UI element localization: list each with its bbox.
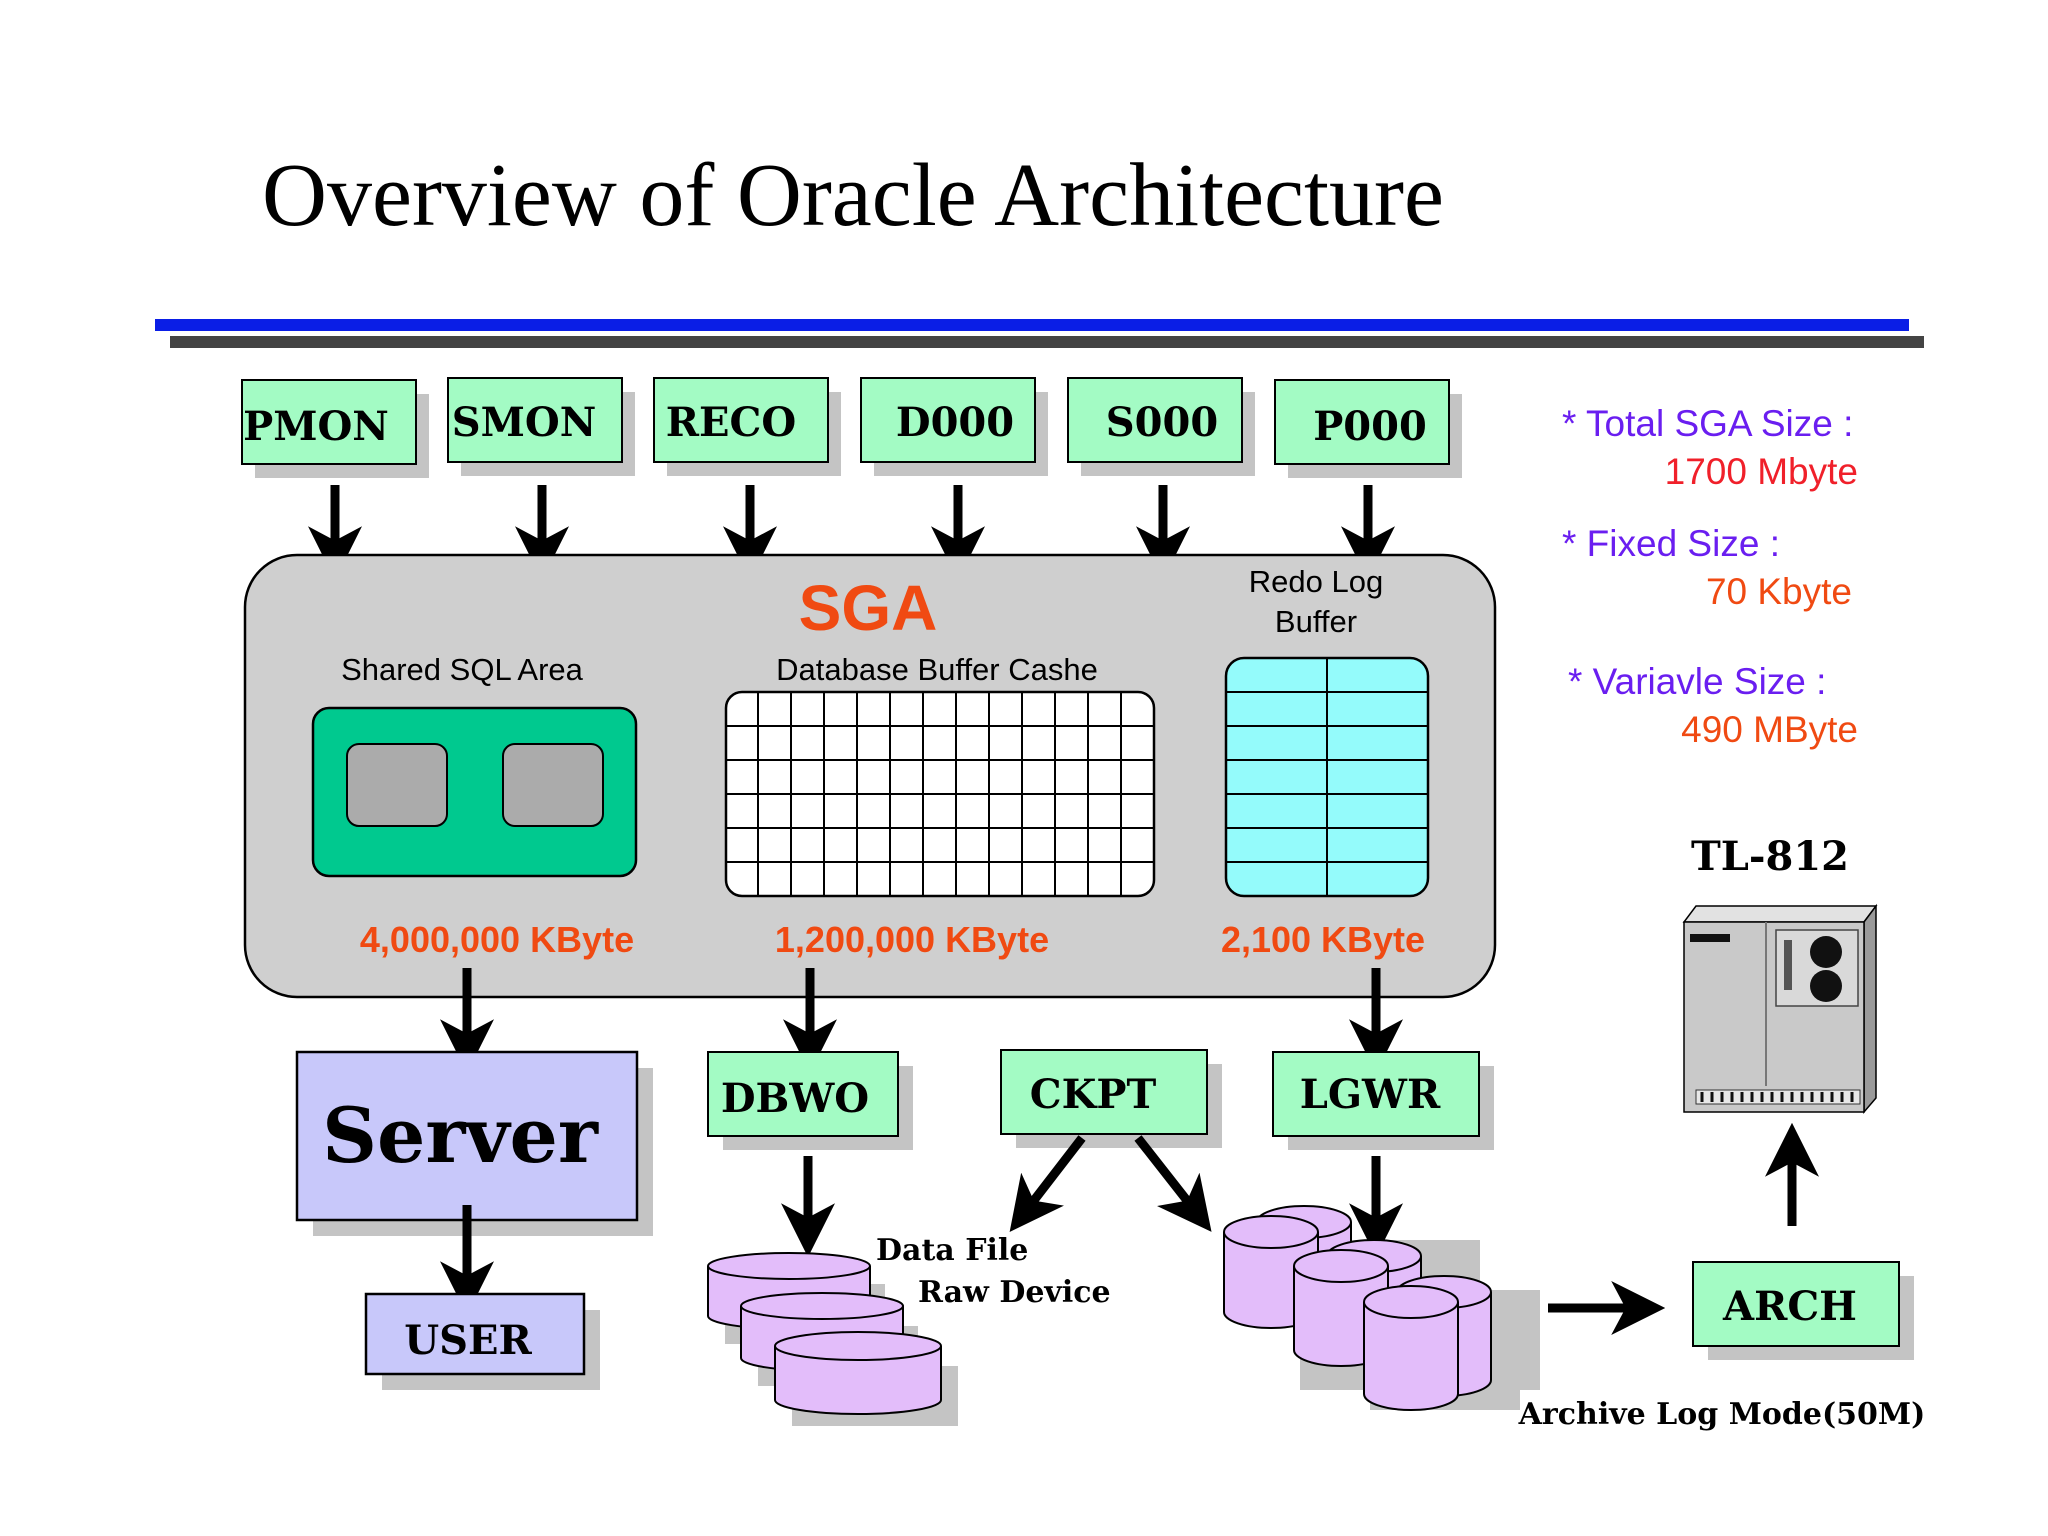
note-total-label: * Total SGA Size :	[1562, 403, 1853, 444]
process-arch: ARCH	[1692, 1261, 1914, 1360]
process-pmon: PMON	[241, 379, 429, 478]
ckpt-label: CKPT	[1030, 1071, 1157, 1118]
process-smon: SMON	[447, 377, 635, 476]
buffer-cache-label: Database Buffer Cashe	[776, 652, 1098, 687]
process-s000: S000	[1067, 377, 1255, 476]
server-label: Server	[322, 1091, 599, 1180]
note-total-value: 1700 Mbyte	[1665, 451, 1858, 492]
sga-size-notes: * Total SGA Size : 1700 Mbyte * Fixed Si…	[1562, 403, 1858, 750]
title-rule-blue	[155, 319, 1909, 331]
redo-log-buffer	[1224, 656, 1430, 898]
tape-reel-bottom	[1810, 970, 1842, 1002]
sga-label: SGA	[799, 572, 938, 644]
data-file-disks	[707, 1252, 958, 1426]
shared-sql-size: 4,000,000 KByte	[360, 919, 634, 960]
pmon-label: PMON	[243, 403, 389, 450]
redo-disk-3a	[1363, 1285, 1459, 1411]
page-title: Overview of Oracle Architecture	[262, 146, 1444, 245]
process-d000: D000	[860, 377, 1048, 476]
note-variable-value: 490 MByte	[1681, 709, 1858, 750]
note-variable-label: * Variavle Size :	[1568, 661, 1826, 702]
tape-slot	[1690, 934, 1730, 942]
process-reco: RECO	[653, 377, 841, 476]
process-p000: P000	[1274, 379, 1462, 478]
title-rule-gray	[170, 336, 1924, 348]
user-box: USER	[364, 1292, 600, 1390]
buffer-cache-size: 1,200,000 KByte	[775, 919, 1049, 960]
redo-log-size: 2,100 KByte	[1221, 919, 1425, 960]
arrow-ckpt-datafile	[1009, 1135, 1086, 1232]
shared-sql-area	[311, 706, 638, 878]
redo-log-label-line1: Redo Log	[1249, 564, 1383, 599]
dbwo-label: DBWO	[721, 1075, 869, 1122]
d000-label: D000	[896, 399, 1014, 446]
arrow-ckpt-redolog	[1134, 1135, 1212, 1232]
shared-sql-block-left	[346, 743, 448, 827]
tape-library-icon	[1682, 903, 1878, 1115]
tape-library-label: TL-812	[1691, 833, 1849, 880]
lgwr-label: LGWR	[1300, 1071, 1441, 1118]
process-ckpt: CKPT	[1000, 1049, 1222, 1148]
reco-label: RECO	[666, 399, 796, 446]
archive-mode-label: Archive Log Mode(50M)	[1518, 1397, 1926, 1432]
buffer-cache-grid	[724, 690, 1156, 898]
shared-sql-block-right	[502, 743, 604, 827]
shared-sql-label: Shared SQL Area	[341, 652, 584, 687]
tape-reel-top	[1810, 936, 1842, 968]
note-fixed-value: 70 Kbyte	[1706, 571, 1852, 612]
process-dbwo: DBWO	[707, 1051, 913, 1150]
redo-log-label-line2: Buffer	[1275, 604, 1357, 639]
data-disk-3	[774, 1331, 942, 1415]
arch-label: ARCH	[1722, 1283, 1857, 1330]
user-label: USER	[404, 1317, 532, 1364]
note-fixed-label: * Fixed Size :	[1562, 523, 1780, 564]
data-file-label-line1: Data File	[876, 1233, 1028, 1268]
s000-label: S000	[1106, 399, 1218, 446]
data-file-label-line2: Raw Device	[918, 1275, 1111, 1310]
smon-label: SMON	[452, 399, 597, 446]
server-box: Server	[295, 1050, 653, 1236]
p000-label: P000	[1313, 403, 1427, 450]
redo-log-disks	[1223, 1205, 1540, 1411]
process-lgwr: LGWR	[1272, 1051, 1494, 1150]
